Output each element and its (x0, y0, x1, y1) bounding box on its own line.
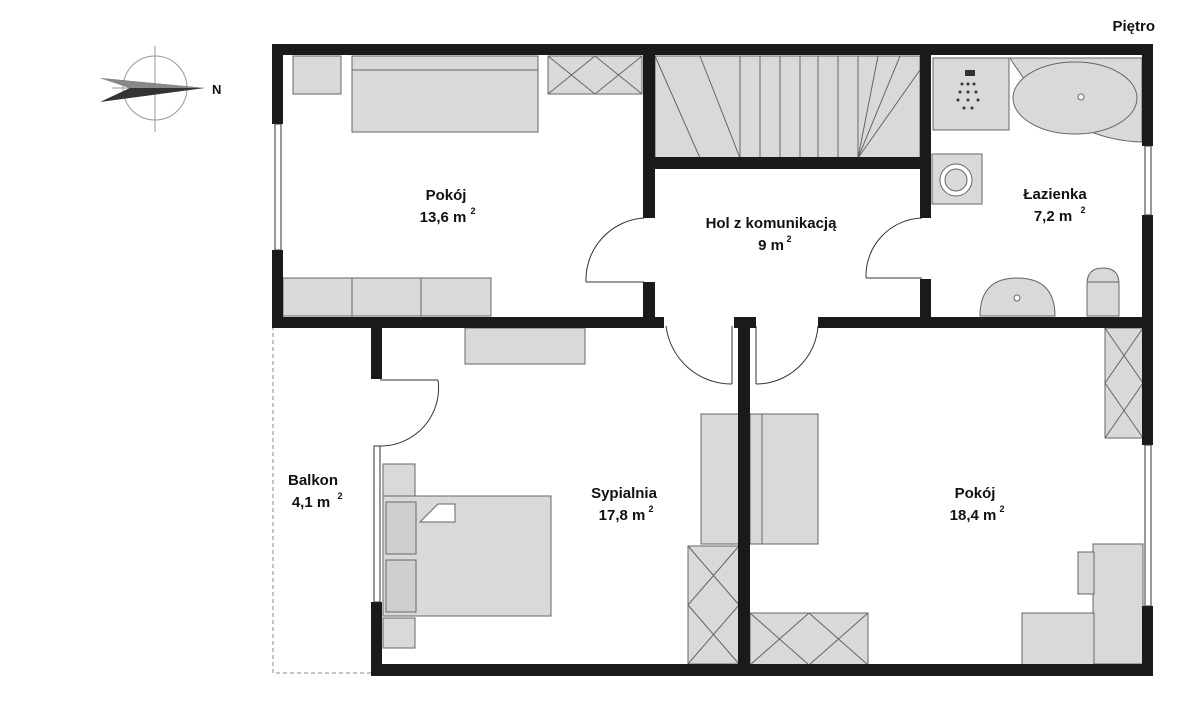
door-swing-balkon (379, 379, 440, 447)
walls (272, 44, 1153, 676)
shower-head-icon (956, 70, 980, 110)
room-area-sup-lazienka: 2 (1080, 205, 1085, 215)
nightstand-left (382, 463, 416, 499)
room-name-balkon: Balkon (288, 472, 338, 489)
chair (1077, 551, 1095, 595)
nightstand-right (382, 617, 416, 649)
room-name-pokoj-a: Pokój (426, 187, 467, 204)
cabinet (687, 545, 740, 665)
shelf-b (1104, 327, 1144, 439)
room-area-pokoj-b: 18,4 m (950, 507, 997, 524)
shower (932, 57, 1010, 131)
room-name-sypialnia: Sypialnia (591, 485, 658, 502)
door-swing-lazienka (865, 217, 923, 279)
wardrobe-sypialnia (700, 413, 740, 545)
room-area-sup-sypialnia: 2 (648, 504, 653, 514)
shelf (464, 327, 586, 365)
desk-b (1092, 543, 1144, 665)
nightstand (292, 55, 342, 95)
door-swings (379, 217, 923, 447)
windows (274, 123, 1152, 607)
compass-n-label: N (212, 82, 221, 97)
toilet (1086, 267, 1120, 317)
door-swing-pokoj-b (755, 325, 819, 385)
furniture (282, 55, 1144, 666)
room-area-sup-hol: 2 (786, 234, 791, 244)
room-name-lazienka: Łazienka (1023, 186, 1087, 203)
wardrobe-b (749, 612, 869, 666)
balcony-outline (272, 326, 378, 674)
room-area-hol: 9 m (758, 237, 784, 254)
stairs (654, 55, 921, 159)
room-area-pokoj-a: 13,6 m (420, 209, 467, 226)
door-swing-pokoj-a (585, 217, 645, 283)
bed-b (1021, 612, 1095, 666)
compass: N (100, 46, 221, 132)
bed (351, 55, 539, 133)
desk (282, 277, 492, 317)
room-name-hol: Hol z komunikacją (706, 215, 838, 232)
room-area-sypialnia: 17,8 m (599, 507, 646, 524)
room-area-lazienka: 7,2 m (1034, 208, 1072, 225)
sofa (749, 413, 819, 545)
room-area-sup-pokoj-a: 2 (470, 206, 475, 216)
wardrobe (547, 55, 643, 95)
room-area-sup-pokoj-b: 2 (999, 504, 1004, 514)
room-area-balkon: 4,1 m (292, 494, 330, 511)
room-name-pokoj-b: Pokój (955, 485, 996, 502)
room-area-sup-balkon: 2 (337, 491, 342, 501)
floor-title: Piętro (1112, 18, 1155, 35)
door-swing-sypialnia (665, 325, 733, 385)
